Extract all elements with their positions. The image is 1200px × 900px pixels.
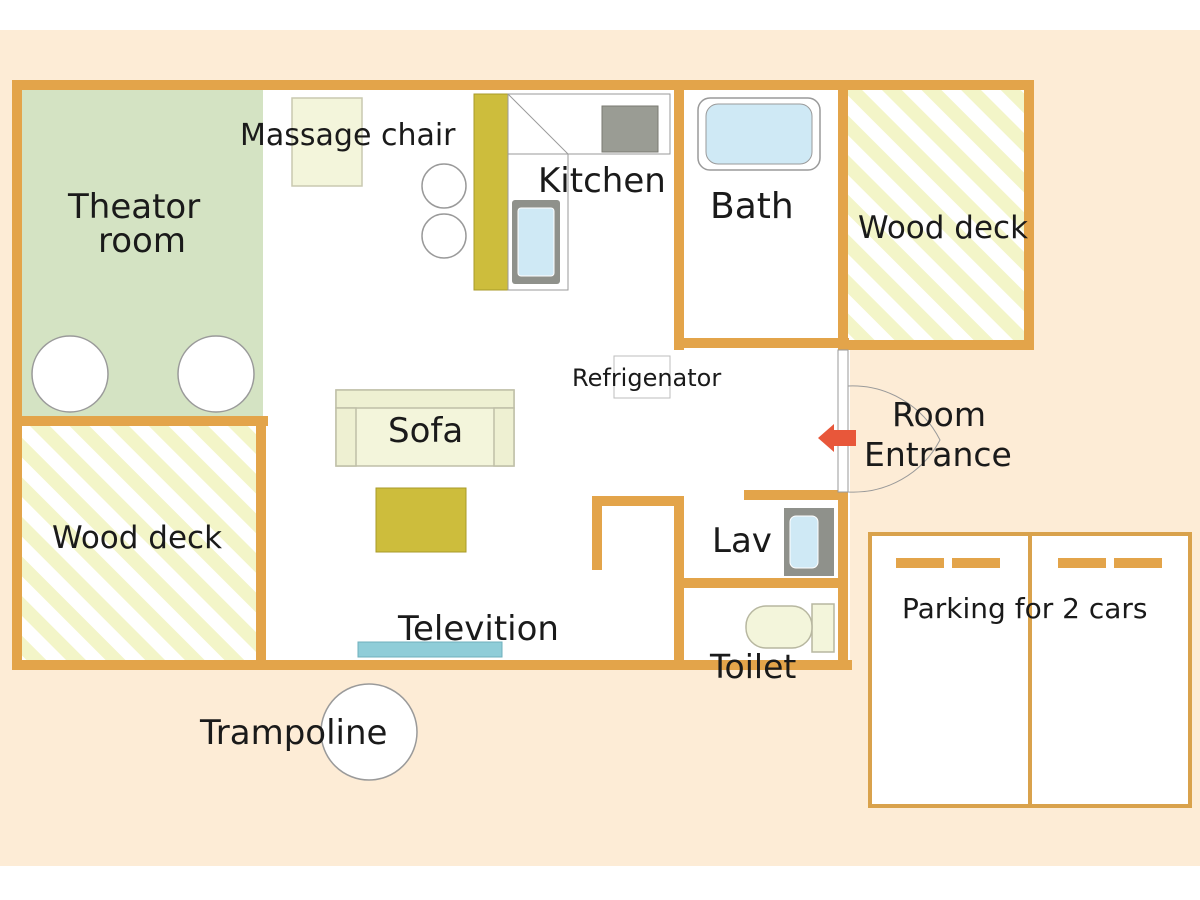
- label-television: Televition: [397, 609, 559, 649]
- label-refrigerator: Refrigenator: [572, 364, 721, 392]
- label-kitchen: Kitchen: [538, 161, 666, 201]
- label-room-entrance-line2: Entrance: [864, 435, 1012, 474]
- kitchen-counter-outline: [507, 93, 671, 155]
- stool-1: [421, 163, 467, 209]
- parking-area: [868, 532, 1192, 808]
- television: [357, 641, 503, 658]
- label-massage-chair: Massage chair: [240, 118, 456, 153]
- entrance-arrow-icon: [818, 424, 856, 452]
- label-trampoline: Trampoline: [199, 713, 387, 753]
- theater-seat-2: [177, 335, 255, 413]
- toilet-fixture: [745, 603, 835, 653]
- trampoline: [320, 683, 418, 781]
- label-parking: Parking for 2 cars: [902, 592, 1147, 625]
- walls: [12, 80, 1034, 670]
- stool-2: [421, 213, 467, 259]
- label-theater-room-line1: Theator: [67, 187, 200, 227]
- label-wood-deck-left: Wood deck: [52, 520, 222, 556]
- wood-deck-left: [20, 424, 260, 664]
- label-room-entrance-line1: Room: [892, 395, 986, 434]
- wood-deck-right: [846, 86, 1028, 348]
- kitchen-counter: [473, 93, 509, 291]
- massage-chair: [291, 97, 363, 187]
- label-theater-room-line2: room: [98, 221, 186, 261]
- entrance-door: [837, 349, 941, 493]
- label-lav: Lav: [712, 521, 772, 561]
- refrigerator: [613, 355, 671, 399]
- sofa: [335, 389, 515, 467]
- label-wood-deck-right: Wood deck: [858, 210, 1028, 246]
- theater-seat-1: [31, 335, 109, 413]
- stove: [601, 105, 659, 153]
- coffee-table: [375, 487, 467, 553]
- label-bath: Bath: [710, 186, 794, 227]
- label-sofa: Sofa: [388, 411, 463, 451]
- label-toilet: Toilet: [709, 647, 796, 686]
